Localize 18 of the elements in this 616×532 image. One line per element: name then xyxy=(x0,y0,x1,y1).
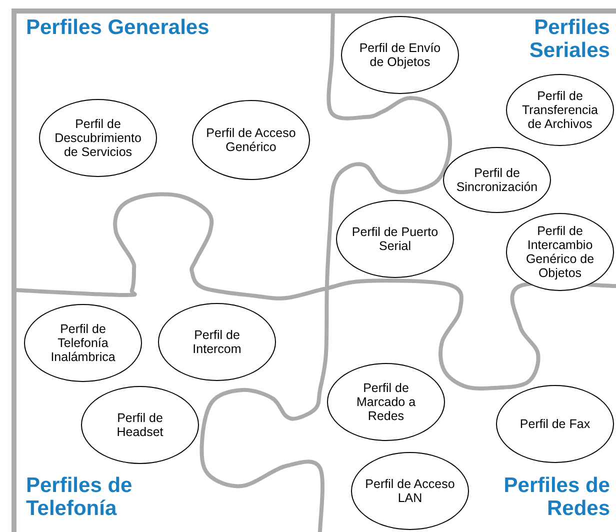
group-heading: Perfiles Generales xyxy=(26,16,210,39)
profile-name: Perfil de Intercom xyxy=(192,328,242,356)
profile-ellipse xyxy=(443,147,551,213)
group-heading: Perfiles de Telefonía xyxy=(26,474,134,520)
profile-name: Perfil de Acceso LAN xyxy=(365,477,455,505)
profile-name: Perfil de Marcado a Redes xyxy=(355,381,417,423)
profile-name: Perfil de Telefonía Inalámbrica xyxy=(50,322,116,364)
profile-name: Perfil de Transferencia de Archivos xyxy=(521,89,599,131)
profile-name: Perfil de Descubrimiento de Servicios xyxy=(54,117,142,159)
profile-name: Perfil de Sincronización xyxy=(455,166,539,194)
profile-name: Perfil de Envío de Objetos xyxy=(358,41,442,69)
profile-name: Perfil de Intercambio Genérico de Objetos xyxy=(524,224,596,280)
profile-name: Perfil de Fax xyxy=(520,417,590,431)
profile-name: Perfil de Acceso Genérico xyxy=(206,126,296,154)
profile-name: Perfil de Puerto Serial xyxy=(350,225,440,253)
profile-name: Perfil de Headset xyxy=(116,411,164,439)
group-heading: Perfiles de Redes xyxy=(502,474,610,520)
group-heading: Perfiles Seriales xyxy=(528,16,610,62)
